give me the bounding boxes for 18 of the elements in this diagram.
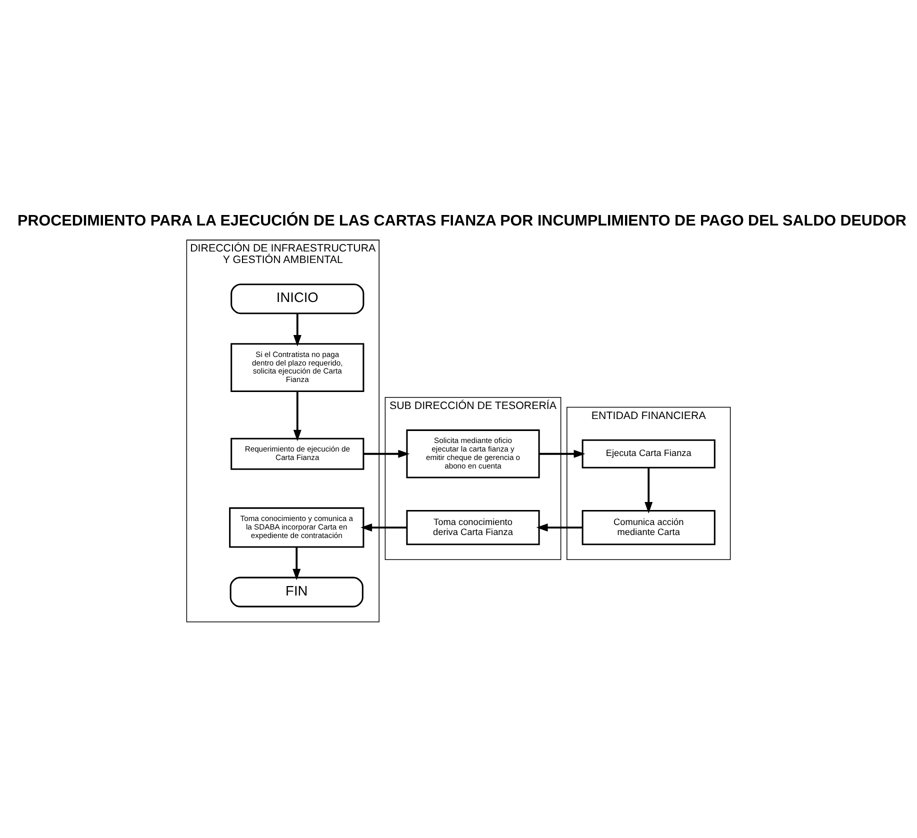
arrow	[539, 449, 586, 458]
arrow	[536, 523, 582, 532]
arrow	[293, 390, 302, 441]
arrow	[360, 523, 407, 532]
node-box: Si el Contratista no paga dentro del plazo requerido, solicita ejecución de Carta Fianza	[230, 342, 364, 392]
arrow	[644, 467, 653, 513]
node-box: Solicita mediante oficio ejecutar la carta fianza y emitir cheque de gerencia o abono en cuenta	[406, 428, 540, 478]
arrow	[293, 313, 302, 346]
node-box: Toma conocimiento deriva Carta Fianza	[406, 509, 540, 545]
node-box: Comunica acción mediante Carta	[582, 509, 716, 545]
node-box: Toma conocimiento y comunica a la SDABA incorporar Carta en expediente de contratación	[229, 506, 364, 548]
node-box: Requerimiento de ejecución de Carta Fianza	[230, 437, 364, 470]
node-box: FIN	[230, 576, 364, 607]
arrow	[364, 449, 410, 458]
node-box: INICIO	[230, 283, 364, 314]
diagram-title: PROCEDIMIENTO PARA LA EJECUCIÓN DE LAS CARTAS FIANZA POR INCUMPLIMIENTO DE PAGO DEL SALDO DEUDOR	[18, 212, 906, 230]
node-box: Ejecuta Carta Fianza	[582, 438, 716, 468]
arrow	[292, 546, 301, 580]
